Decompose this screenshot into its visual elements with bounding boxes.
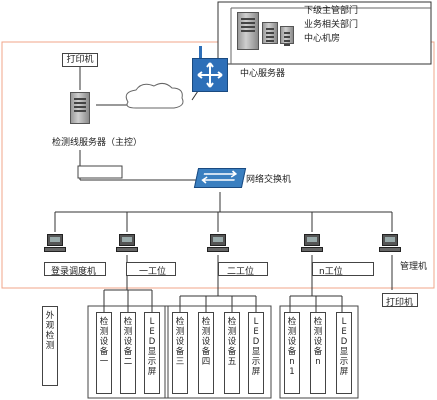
legend-business-dept: 业务相关部门 bbox=[304, 20, 359, 30]
device-label: LED显示屏 bbox=[147, 317, 157, 377]
top-printer-box[interactable]: 打印机 bbox=[62, 53, 98, 67]
keyboard-icon bbox=[301, 247, 323, 252]
device-4[interactable]: 检测设备四 bbox=[198, 312, 214, 394]
keyboard-icon bbox=[44, 247, 66, 252]
detect-server-label: 检测线服务器（主控） bbox=[52, 138, 143, 148]
keyboard-icon bbox=[379, 247, 401, 252]
keyboard-icon bbox=[116, 247, 138, 252]
workstation-n[interactable]: n工位 bbox=[312, 262, 374, 277]
device-label: 检测设备五 bbox=[227, 317, 237, 367]
keyboard-icon bbox=[207, 247, 229, 252]
led-display-2[interactable]: LED显示屏 bbox=[248, 312, 264, 394]
workstation-2[interactable]: 二工位 bbox=[218, 262, 268, 277]
center-server-label: 中心服务器 bbox=[240, 69, 286, 79]
legend-data-center: 中心机房 bbox=[304, 34, 341, 44]
workstation-1[interactable]: 一工位 bbox=[126, 262, 176, 277]
device-3[interactable]: 检测设备三 bbox=[172, 312, 188, 394]
server-tower-icon bbox=[237, 12, 259, 50]
management-pc-label: 管理机 bbox=[400, 262, 428, 272]
external-inspection-label: 外观检测 bbox=[45, 311, 55, 351]
device-2[interactable]: 检测设备二 bbox=[120, 312, 136, 394]
device-label: 检测设备一 bbox=[99, 317, 109, 367]
legend-subordinate-dept: 下级主管部门 bbox=[304, 6, 359, 16]
device-label: 检测设备n bbox=[313, 317, 323, 367]
detect-server-icon[interactable] bbox=[70, 92, 90, 124]
device-label: 检测设备四 bbox=[201, 317, 211, 367]
led-display-3[interactable]: LED显示屏 bbox=[336, 312, 352, 394]
top-printer-label: 打印机 bbox=[66, 55, 94, 65]
switch-icon[interactable] bbox=[193, 168, 247, 188]
led-display-1[interactable]: LED显示屏 bbox=[144, 312, 160, 394]
device-label: LED显示屏 bbox=[339, 317, 349, 377]
bottom-printer-label: 打印机 bbox=[386, 298, 414, 308]
workstation-dispatch[interactable]: 登录调度机 bbox=[44, 262, 106, 277]
server-small-icon bbox=[280, 26, 294, 44]
device-n1[interactable]: 检测设备n1 bbox=[284, 312, 300, 394]
pc-icon[interactable] bbox=[382, 234, 398, 246]
switch-arrows-icon bbox=[201, 170, 238, 184]
server-rack-icon bbox=[262, 22, 278, 44]
bottom-printer-box[interactable]: 打印机 bbox=[382, 293, 418, 308]
device-label: LED显示屏 bbox=[251, 317, 261, 377]
device-1[interactable]: 检测设备一 bbox=[96, 312, 112, 394]
router-antenna bbox=[199, 46, 202, 58]
pc-icon[interactable] bbox=[47, 234, 63, 246]
device-5[interactable]: 检测设备五 bbox=[224, 312, 240, 394]
workstation-label: n工位 bbox=[319, 267, 343, 277]
router-icon[interactable] bbox=[192, 58, 228, 92]
network-switch-label: 网络交换机 bbox=[246, 175, 292, 185]
workstation-label: 一工位 bbox=[139, 267, 167, 277]
workstation-label: 登录调度机 bbox=[51, 267, 97, 277]
pc-icon[interactable] bbox=[210, 234, 226, 246]
external-inspection-box[interactable]: 外观检测 bbox=[42, 306, 58, 386]
device-n[interactable]: 检测设备n bbox=[310, 312, 326, 394]
device-label: 检测设备二 bbox=[123, 317, 133, 367]
device-label: 检测设备n1 bbox=[287, 317, 297, 377]
pc-icon[interactable] bbox=[119, 234, 135, 246]
router-arrows-icon bbox=[197, 62, 223, 88]
device-label: 检测设备三 bbox=[175, 317, 185, 367]
pc-icon[interactable] bbox=[304, 234, 320, 246]
workstation-label: 二工位 bbox=[227, 267, 255, 277]
